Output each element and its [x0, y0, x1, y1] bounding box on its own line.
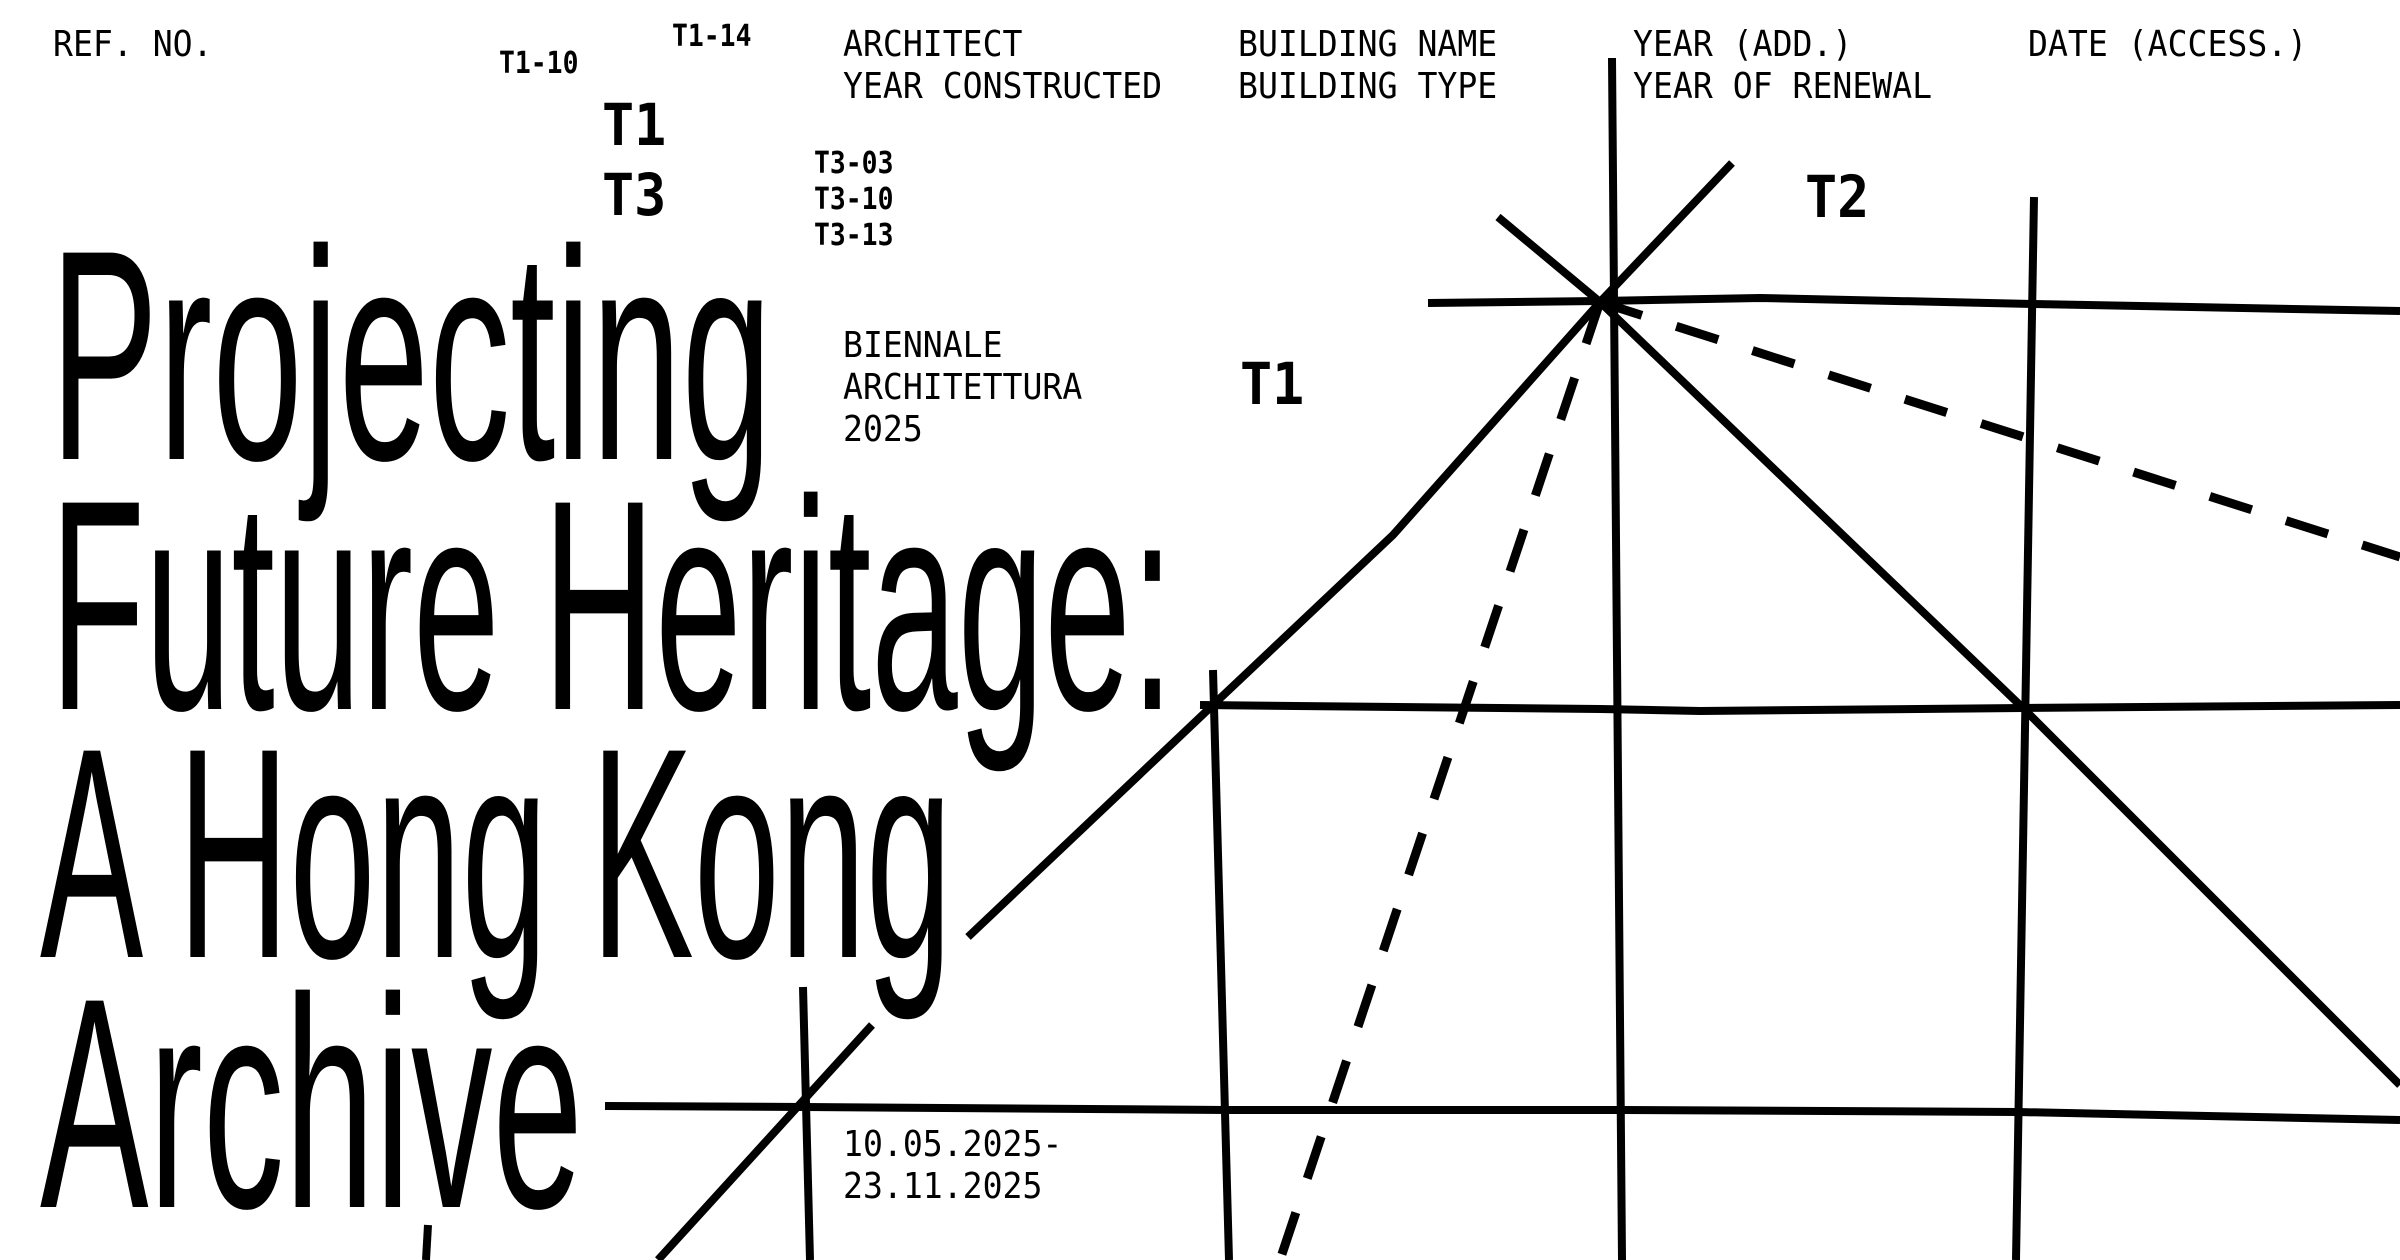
tag-t3-03: T3-03: [814, 146, 894, 181]
grid-line-vertical-center: [1608, 57, 1626, 1260]
dashed-ray-right: [1598, 297, 2400, 562]
tag-t1-10: T1-10: [499, 46, 579, 81]
tag-t1-large: T1: [602, 91, 667, 159]
header-year-add: YEAR (ADD.): [1633, 24, 1853, 65]
dashed-ray-down: [1275, 300, 1605, 1260]
tag-t1-14: T1-14: [672, 19, 752, 54]
event-biennale: BIENNALE: [843, 325, 1003, 366]
header-building-type: BUILDING TYPE: [1238, 66, 1498, 107]
grid-line-vertical-mid-left: [1209, 669, 1233, 1260]
diagonal-up-right: [1597, 160, 1735, 305]
header-ref-no: REF. NO.: [53, 24, 213, 65]
grid-line-vertical-stub: [422, 1224, 432, 1260]
header-architect: ARCHITECT: [843, 24, 1023, 65]
tag-t3-10: T3-10: [814, 182, 894, 217]
grid-line-bottom-horizontal: [604, 1102, 2400, 1124]
event-date-start: 10.05.2025-: [843, 1124, 1063, 1165]
tag-t2: T2: [1805, 163, 1870, 231]
header-year-renewal: YEAR OF RENEWAL: [1633, 66, 1933, 107]
event-architettura: ARCHITETTURA: [843, 367, 1083, 408]
diagonal-roof-left: [965, 299, 1603, 940]
tag-t1-mid: T1: [1240, 350, 1305, 418]
header-date-access: DATE (ACCESS.): [2028, 24, 2308, 65]
grid-line-vertical-right: [2012, 196, 2038, 1260]
diagonal-down-right: [1495, 213, 2400, 1088]
tag-t3-large: T3: [602, 161, 667, 229]
grid-line-vertical-left: [799, 986, 814, 1260]
diagonal-lower-left: [655, 1022, 875, 1260]
event-date-end: 23.11.2025: [843, 1166, 1043, 1207]
tag-t3-13: T3-13: [814, 218, 894, 253]
event-year: 2025: [843, 409, 923, 450]
grid-line-middle-horizontal: [1199, 701, 2400, 716]
header-building-name: BUILDING NAME: [1238, 24, 1498, 65]
header-year-constructed: YEAR CONSTRUCTED: [843, 66, 1163, 107]
grid-line-top-horizontal: [1427, 293, 2400, 315]
